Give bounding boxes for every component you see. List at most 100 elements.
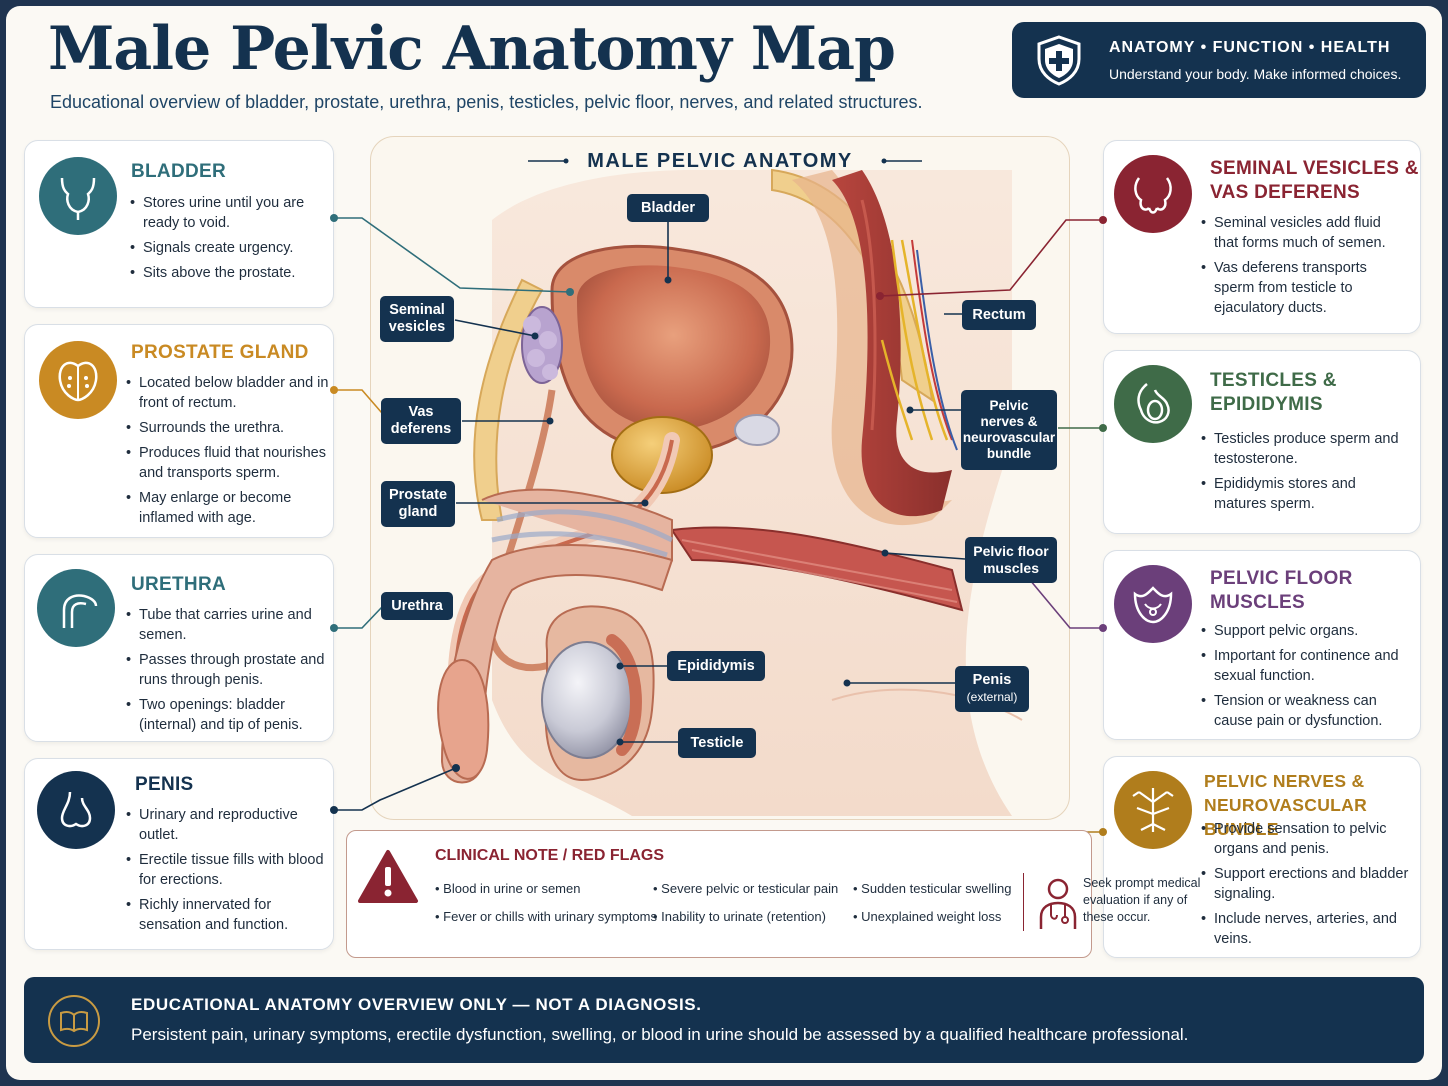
bullet: Surrounds the urethra. <box>125 418 329 438</box>
warning-icon <box>358 850 418 903</box>
card-seminal-vesicles: SEMINAL VESICLES & VAS DEFERENS Seminal … <box>1103 140 1421 334</box>
brand-subtitle: Understand your body. Make informed choi… <box>1109 66 1402 82</box>
divider <box>1023 873 1024 931</box>
card-testicles: TESTICLES & EPIDIDYMIS Testicles produce… <box>1103 350 1421 534</box>
label-text: Penis <box>972 672 1012 688</box>
label-text: bundle <box>986 446 1032 461</box>
card-title: PELVIC FLOOR MUSCLES <box>1210 567 1353 615</box>
doctor-icon <box>1039 878 1077 929</box>
clinical-note: CLINICAL NOTE / RED FLAGS Blood in urine… <box>346 830 1200 958</box>
label-urethra: Urethra <box>381 592 453 620</box>
label-text: Testicle <box>690 734 744 751</box>
page-title: Male Pelvic Anatomy Map <box>48 14 896 84</box>
label-text: Epididymis <box>677 657 755 674</box>
red-flag-item: Severe pelvic or testicular pain <box>653 881 838 896</box>
card-bullets: Tube that carries urine and semen. Passe… <box>125 605 329 740</box>
label-text: Bladder <box>641 199 695 216</box>
bullet: Signals create urgency. <box>129 238 325 258</box>
title-line: VAS DEFERENS <box>1210 182 1360 203</box>
bullet: Testicles produce sperm and testosterone… <box>1200 429 1408 469</box>
label-text: Urethra <box>391 597 443 614</box>
label-epididymis: Epididymis <box>667 651 765 681</box>
bullet: Tension or weakness can cause pain or dy… <box>1200 691 1412 731</box>
label-pelvic-floor: Pelvic floor muscles <box>965 537 1057 583</box>
nerve-icon <box>1114 771 1192 849</box>
red-flag-item: Inability to urinate (retention) <box>653 909 826 924</box>
label-text: Pelvic floor <box>973 543 1049 559</box>
label-testicle: Testicle <box>678 728 756 758</box>
bullet: Sits above the prostate. <box>129 263 325 283</box>
bullet: Produces fluid that nourishes and transp… <box>125 443 329 483</box>
card-bullets: Located below bladder and in front of re… <box>125 373 329 533</box>
card-bullets: Testicles produce sperm and testosterone… <box>1200 429 1408 519</box>
label-text: muscles <box>982 560 1040 576</box>
label-rectum: Rectum <box>962 300 1036 330</box>
card-bladder: BLADDER Stores urine until you are ready… <box>24 140 334 308</box>
urethra-icon <box>37 569 115 647</box>
card-title: BLADDER <box>131 161 226 182</box>
bullet: Urinary and reproductive outlet. <box>125 805 329 845</box>
label-text: gland <box>398 504 438 520</box>
clinical-title: CLINICAL NOTE / RED FLAGS <box>435 847 665 864</box>
label-text: (external) <box>966 690 1018 704</box>
label-text: Vas <box>408 404 434 420</box>
bullet: Tube that carries urine and semen. <box>125 605 329 645</box>
red-flag-item: Unexplained weight loss <box>853 909 1001 924</box>
disclaimer-heading: EDUCATIONAL ANATOMY OVERVIEW ONLY — NOT … <box>131 995 702 1014</box>
card-bullets: Support pelvic organs. Important for con… <box>1200 621 1412 736</box>
brand-banner: ANATOMY • FUNCTION • HEALTH Understand y… <box>1012 22 1426 98</box>
label-seminal-vesicles: Seminal vesicles <box>380 296 454 342</box>
label-text: neurovascular <box>962 430 1056 445</box>
card-bullets: Seminal vesicles add fluid that forms mu… <box>1200 213 1408 323</box>
label-text: Seminal <box>389 302 445 318</box>
bullet: Passes through prostate and runs through… <box>125 650 329 690</box>
book-icon <box>48 995 100 1047</box>
label-vas-deferens: Vas deferens <box>381 398 461 444</box>
bullet: Important for continence and sexual func… <box>1200 646 1412 686</box>
anatomy-illustration <box>437 168 1023 816</box>
label-text: nerves & <box>980 414 1038 429</box>
card-bullets: Urinary and reproductive outlet. Erectil… <box>125 805 329 940</box>
label-text: deferens <box>390 421 452 437</box>
bullet: Two openings: bladder (internal) and tip… <box>125 695 329 735</box>
penis-icon <box>37 771 115 849</box>
bullet: May enlarge or become inflamed with age. <box>125 488 329 528</box>
bullet: Include nerves, arteries, and veins. <box>1200 909 1412 949</box>
testicle-icon <box>1114 365 1192 443</box>
label-text: vesicles <box>388 319 446 335</box>
prostate-icon <box>39 341 117 419</box>
title-line: PELVIC NERVES & <box>1204 771 1365 791</box>
bullet: Located below bladder and in front of re… <box>125 373 329 413</box>
label-pelvic-nerves: Pelvic nerves & neurovascular bundle <box>961 390 1057 470</box>
page-subtitle: Educational overview of bladder, prostat… <box>50 92 923 112</box>
bladder-icon <box>39 157 117 235</box>
title-line: PELVIC FLOOR <box>1210 568 1353 589</box>
red-flag-item: Blood in urine or semen <box>435 881 580 896</box>
title-line: EPIDIDYMIS <box>1210 394 1323 415</box>
title-line: SEMINAL VESICLES & <box>1210 158 1419 179</box>
label-text: Prostate <box>388 487 448 503</box>
label-prostate: Prostate gland <box>381 481 455 527</box>
red-flag-item: Fever or chills with urinary symptoms <box>435 909 657 924</box>
label-penis-external: Penis (external) <box>955 666 1029 712</box>
bullet: Seminal vesicles add fluid that forms mu… <box>1200 213 1408 253</box>
card-pelvic-floor: PELVIC FLOOR MUSCLES Support pelvic orga… <box>1103 550 1421 740</box>
pelvic-floor-icon <box>1114 565 1192 643</box>
bullet: Support erections and bladder signaling. <box>1200 864 1412 904</box>
bullet: Support pelvic organs. <box>1200 621 1412 641</box>
bullet: Epididymis stores and matures sperm. <box>1200 474 1408 514</box>
card-urethra: URETHRA Tube that carries urine and seme… <box>24 554 334 742</box>
brand-tagline: ANATOMY • FUNCTION • HEALTH <box>1109 39 1391 56</box>
card-pelvic-nerves: PELVIC NERVES & NEUROVASCULAR BUNDLE Pro… <box>1103 756 1421 958</box>
seminal-vesicles-icon <box>1114 155 1192 233</box>
shield-plus-icon <box>1037 35 1081 86</box>
card-bullets: Provide sensation to pelvic organs and p… <box>1200 819 1412 954</box>
card-title: PROSTATE GLAND <box>131 342 309 363</box>
bullet: Richly innervated for sensation and func… <box>125 895 329 935</box>
bullet: Stores urine until you are ready to void… <box>129 193 325 233</box>
disclaimer-banner: EDUCATIONAL ANATOMY OVERVIEW ONLY — NOT … <box>24 977 1424 1063</box>
bullet: Vas deferens transports sperm from testi… <box>1200 258 1408 318</box>
card-title: SEMINAL VESICLES & VAS DEFERENS <box>1210 157 1419 205</box>
label-text: Pelvic <box>989 398 1029 413</box>
card-penis: PENIS Urinary and reproductive outlet. E… <box>24 758 334 950</box>
